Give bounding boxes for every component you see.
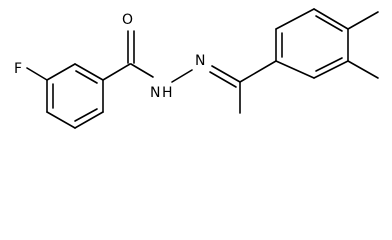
c-f-bond	[26, 67, 48, 81]
ring-double-bond	[74, 108, 98, 122]
ring-carbonyl-bond	[102, 63, 131, 81]
amide-nitrogen-label: N	[150, 85, 160, 101]
ring-bond	[74, 111, 104, 129]
oxygen-label: O	[122, 12, 133, 28]
ring-methyl-bond-para	[347, 11, 379, 30]
ring-methyl-bond-meta	[347, 60, 379, 79]
ring-double-bond	[75, 70, 98, 84]
ring-bond	[313, 60, 349, 79]
dimethylphenyl-ring	[275, 8, 349, 79]
ring-bond	[74, 63, 104, 81]
carbonyl-nitrogen-bond	[130, 63, 154, 78]
ring-bond	[275, 60, 315, 79]
ring-bond	[275, 8, 315, 30]
fluorine-label: F	[14, 61, 22, 77]
imine-double-bond	[211, 65, 241, 83]
imine-ring-bond	[239, 60, 277, 83]
ring-double-bond	[315, 57, 343, 72]
ring-double-bond	[315, 15, 343, 32]
imine-nitrogen-label: N	[195, 53, 205, 69]
ring-bond	[46, 111, 76, 129]
ring-bond	[313, 8, 349, 30]
fluorophenyl-ring	[46, 63, 104, 129]
ring-bond	[46, 63, 76, 81]
imine-double-bond	[209, 71, 237, 88]
chemical-structure-diagram: F O N H N	[14, 8, 379, 129]
amide-hydrogen-label: H	[162, 85, 173, 101]
nitrogen-nitrogen-bond	[171, 69, 193, 83]
